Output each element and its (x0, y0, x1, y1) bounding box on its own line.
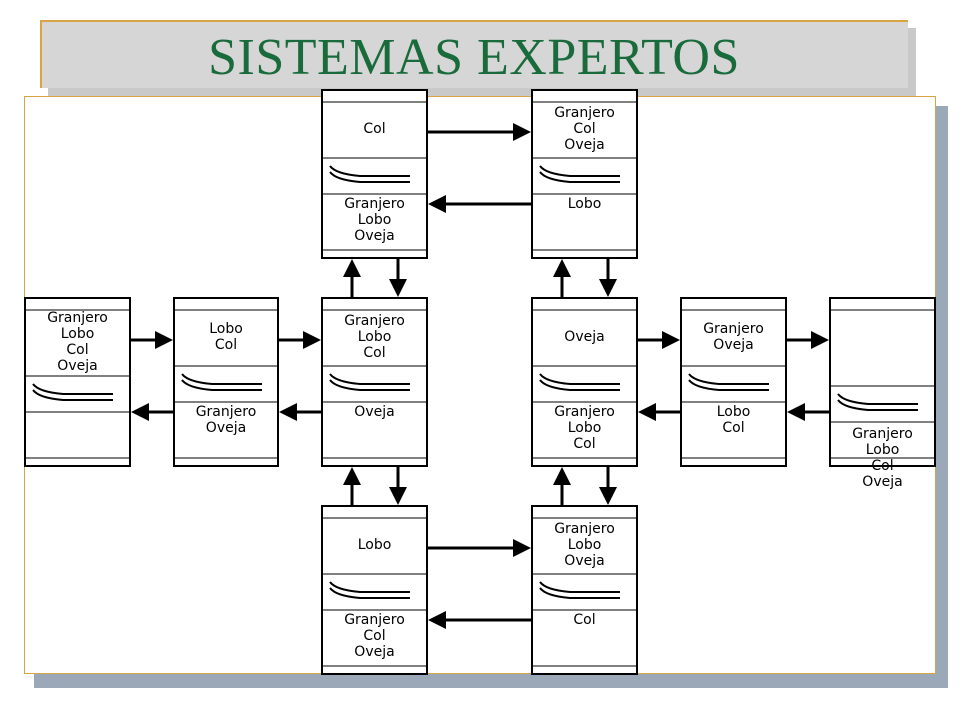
river-wave (539, 379, 620, 391)
state-bottom-label: Col (573, 436, 595, 452)
river-wave (837, 393, 918, 405)
river-wave (329, 165, 410, 177)
state-bottom-label: Lobo (568, 420, 602, 436)
state-box-outline (829, 297, 936, 467)
state-top-label: Lobo (568, 537, 602, 553)
state-bottom-label: Granjero (852, 426, 913, 442)
river-wave (32, 383, 113, 395)
state-top-label: Granjero (554, 521, 615, 537)
state-top-label: Lobo (358, 329, 392, 345)
river-wave (539, 171, 620, 183)
state-bottom-label: Oveja (354, 404, 394, 420)
state-bottom-label: Lobo (866, 442, 900, 458)
state-top-label: Oveja (564, 137, 604, 153)
state-box-outline (173, 297, 279, 467)
river-wave (329, 379, 410, 391)
river-wave (688, 379, 769, 391)
state-bottom-label: Granjero (196, 404, 257, 420)
state-box-outline (321, 505, 428, 675)
state-box-outline (531, 297, 638, 467)
state-top-label: Granjero (703, 321, 764, 337)
state-top-label: Oveja (564, 329, 604, 345)
state-box-outline (321, 89, 428, 259)
state-bottom-label: Oveja (206, 420, 246, 436)
state-bottom-label: Oveja (354, 644, 394, 660)
title-banner (40, 20, 908, 88)
river-wave (181, 379, 262, 391)
river-wave (539, 581, 620, 593)
slide-title: SISTEMAS EXPERTOS (208, 29, 740, 86)
state-top-label: Granjero (554, 105, 615, 121)
state-top-label: Oveja (57, 358, 97, 374)
state-top-label: Col (573, 121, 595, 137)
state-bottom-label: Lobo (358, 212, 392, 228)
state-bottom-label: Col (363, 628, 385, 644)
river-wave (181, 373, 262, 385)
state-bottom-label: Col (573, 612, 595, 628)
state-bottom-label: Lobo (717, 404, 751, 420)
state-bottom-label: Granjero (554, 404, 615, 420)
river-wave (329, 581, 410, 593)
river-wave (32, 389, 113, 401)
state-bottom-label: Granjero (344, 612, 405, 628)
state-top-label: Col (215, 337, 237, 353)
river-wave (688, 373, 769, 385)
river-wave (539, 373, 620, 385)
state-top-label: Lobo (61, 326, 95, 342)
state-box-outline (531, 89, 638, 259)
state-top-label: Lobo (358, 537, 392, 553)
state-box-outline (321, 297, 428, 467)
state-bottom-label: Lobo (568, 196, 602, 212)
river-wave (329, 171, 410, 183)
state-box-outline (531, 505, 638, 675)
river-wave (837, 399, 918, 411)
state-top-label: Col (363, 345, 385, 361)
river-wave (329, 587, 410, 599)
state-top-label: Col (66, 342, 88, 358)
state-box-outline (24, 297, 131, 467)
state-bottom-label: Col (722, 420, 744, 436)
river-wave (539, 165, 620, 177)
river-wave (329, 373, 410, 385)
state-top-label: Granjero (344, 313, 405, 329)
state-bottom-label: Oveja (862, 474, 902, 490)
state-top-label: Col (363, 121, 385, 137)
river-wave (539, 587, 620, 599)
state-top-label: Oveja (713, 337, 753, 353)
state-bottom-label: Col (871, 458, 893, 474)
state-top-label: Granjero (47, 310, 108, 326)
state-top-label: Lobo (209, 321, 243, 337)
state-bottom-label: Granjero (344, 196, 405, 212)
state-box-outline (680, 297, 787, 467)
state-bottom-label: Oveja (354, 228, 394, 244)
state-top-label: Oveja (564, 553, 604, 569)
